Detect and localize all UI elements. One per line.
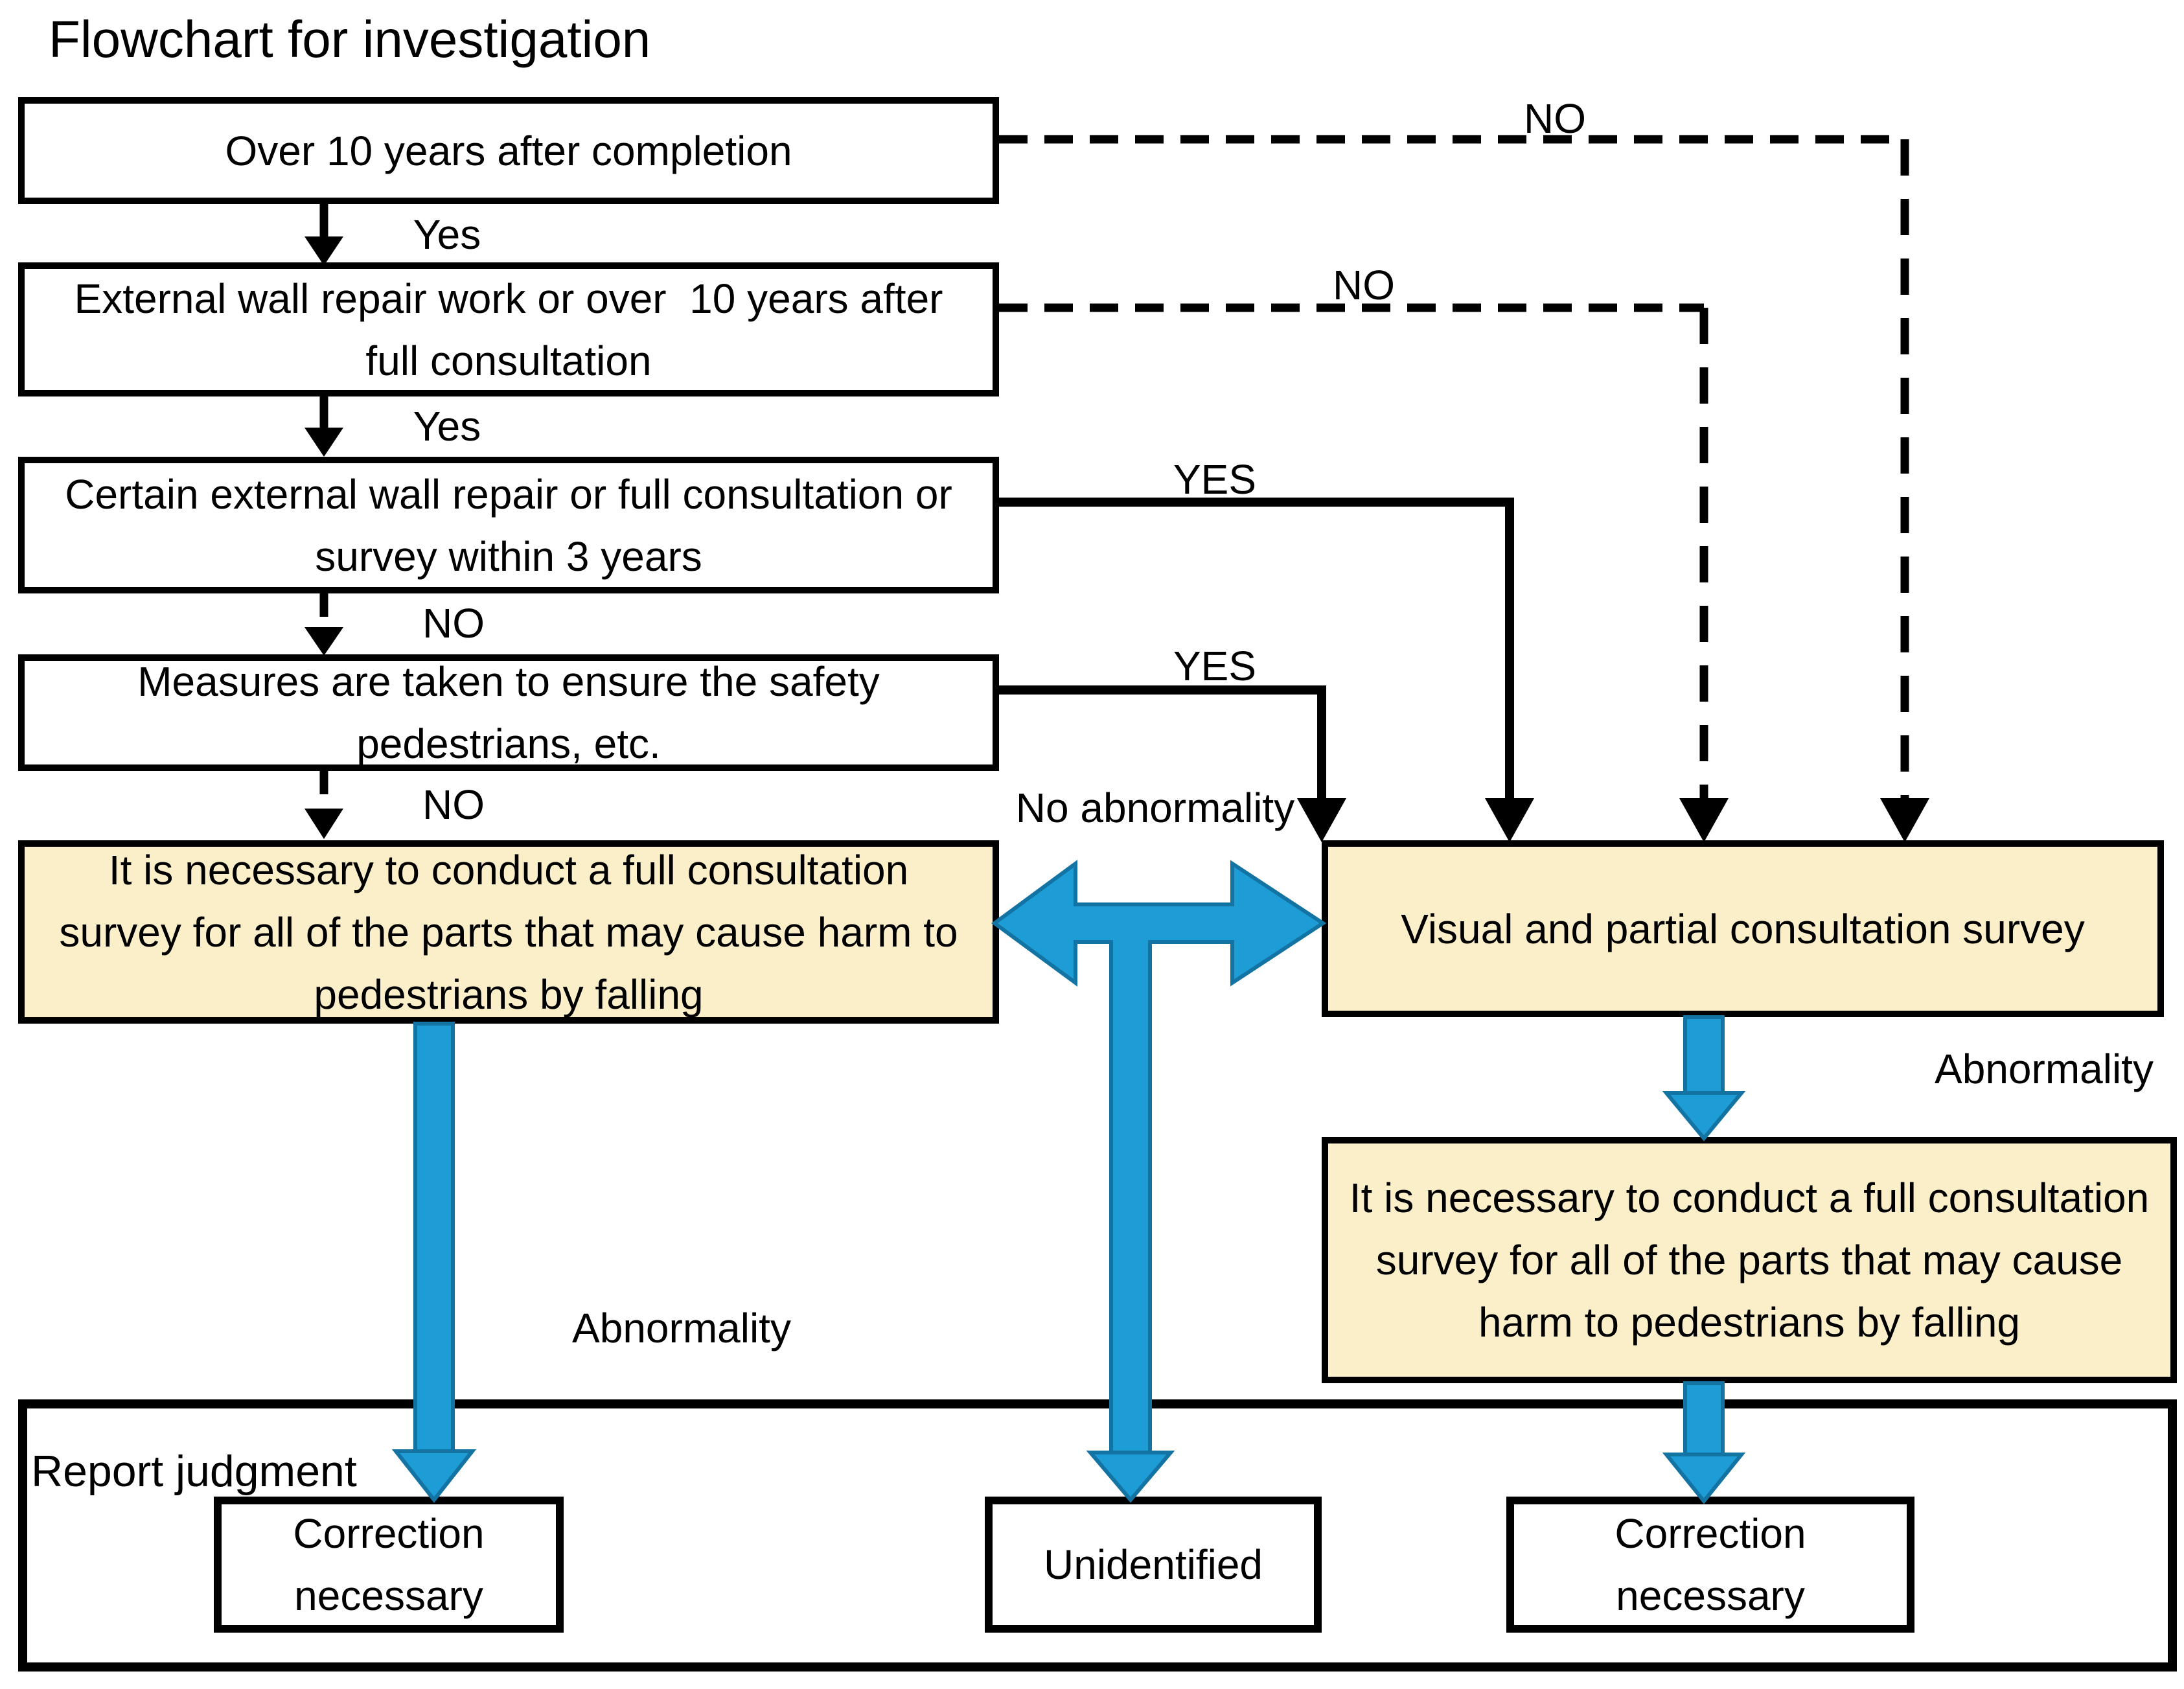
arrow-step2-no-dashed-elbow	[999, 303, 1729, 842]
edge-label-step2-yes: Yes	[413, 403, 481, 450]
label-abnormality-left: Abnormality	[572, 1305, 791, 1351]
page-title: Flowchart for investigation	[49, 10, 651, 68]
edge-label-step1-no: NO	[1524, 95, 1586, 142]
blue-arrow-abnormality-right	[1662, 1015, 1746, 1142]
outcome-unidentified: Unidentified	[985, 1497, 1322, 1633]
full-consultation-survey-left-box: It is necessary to conduct a full consul…	[18, 840, 999, 1024]
label-no-abnormality: No abnormality	[1015, 785, 1295, 831]
edge-label-step2-no: NO	[1333, 262, 1395, 308]
arrow-step4-no-dashed	[305, 771, 343, 839]
full-consultation-survey-right-box: It is necessary to conduct a full consul…	[1322, 1137, 2177, 1383]
visual-partial-survey-box: Visual and partial consultation survey	[1322, 840, 2164, 1017]
report-judgment-label: Report judgment	[31, 1447, 357, 1496]
edge-label-step4-yes: YES	[1173, 643, 1257, 689]
arrow-step1-no-dashed-elbow	[999, 135, 1929, 842]
arrow-step1-yes	[305, 204, 343, 266]
edge-label-step3-no: NO	[422, 600, 485, 647]
arrow-step2-yes	[305, 396, 343, 457]
outcome-correction-necessary-left: Correction necessary	[214, 1497, 564, 1633]
step-box-certain-repair-3-years: Certain external wall repair or full con…	[18, 457, 999, 593]
edge-label-step1-yes: Yes	[413, 211, 481, 258]
edge-label-step4-no: NO	[422, 781, 485, 828]
arrow-step3-no-dashed	[305, 593, 343, 656]
step-box-over-10-years: Over 10 years after completion	[18, 97, 999, 204]
step-box-external-wall-repair: External wall repair work or over 10 yea…	[18, 262, 999, 396]
step-box-safety-measures: Measures are taken to ensure the safety …	[18, 654, 999, 771]
label-abnormality-right: Abnormality	[1935, 1046, 2154, 1092]
outcome-correction-necessary-right: Correction necessary	[1506, 1497, 1914, 1633]
edge-label-step3-yes: YES	[1173, 456, 1257, 503]
